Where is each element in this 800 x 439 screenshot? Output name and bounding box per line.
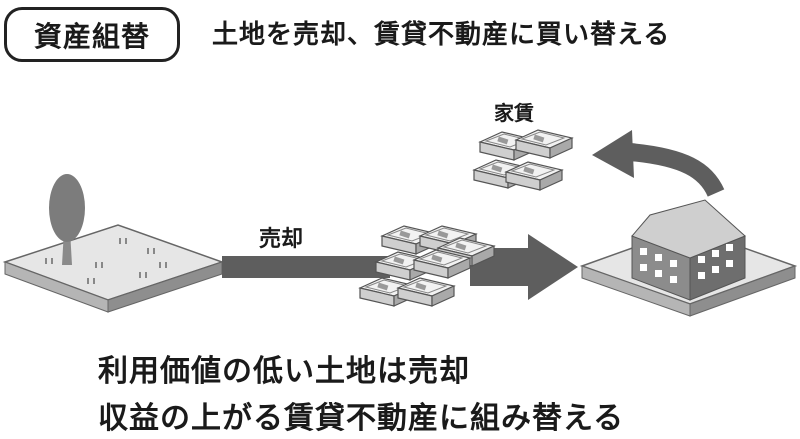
caption-line-1: 利用価値の低い土地は売却	[98, 354, 470, 389]
headline: 土地を売却、賃貸不動産に買い替える	[212, 20, 671, 50]
sale-arrow	[222, 234, 578, 300]
rent-money-icon	[473, 129, 573, 191]
topic-tag-text: 資産組替	[33, 19, 150, 53]
apartment-building-icon	[631, 199, 746, 301]
rent-label: 家賃	[494, 101, 534, 125]
caption-line-2: 収益の上がる賃貸不動産に組み替える	[98, 401, 625, 436]
tree-icon	[49, 174, 85, 265]
sale-label: 売却	[259, 227, 304, 252]
topic-tag: 資産組替	[4, 7, 180, 62]
rent-return-arrow	[592, 130, 725, 197]
land-parcel-icon	[2, 224, 225, 313]
